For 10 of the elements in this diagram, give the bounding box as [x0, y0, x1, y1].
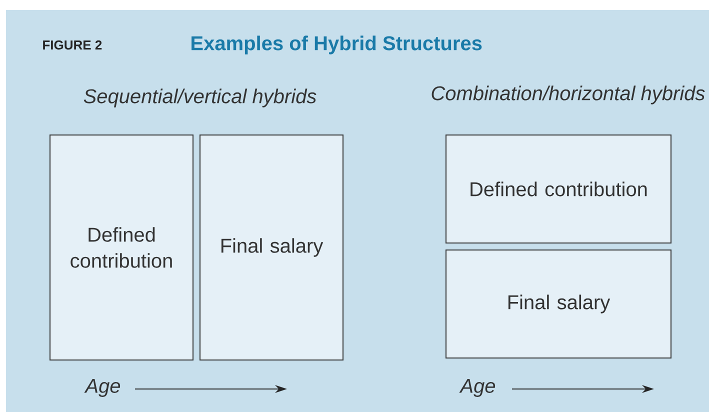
- text-box: Defined contribution: [50, 134, 194, 360]
- text-box: Final salary: [446, 249, 672, 358]
- text-box: Final salary: [200, 134, 344, 360]
- text-box: Defined contribution: [446, 134, 672, 244]
- figure-number: FIGURE 2: [43, 40, 102, 50]
- axis-label: Age: [84, 379, 120, 397]
- axis-label: Age: [459, 379, 496, 397]
- section-heading: Combination/horizontal hybrids: [432, 86, 705, 104]
- figure-title: Examples of Hybrid Structures: [192, 36, 482, 54]
- section-heading: Sequential/vertical hybrids: [84, 88, 316, 108]
